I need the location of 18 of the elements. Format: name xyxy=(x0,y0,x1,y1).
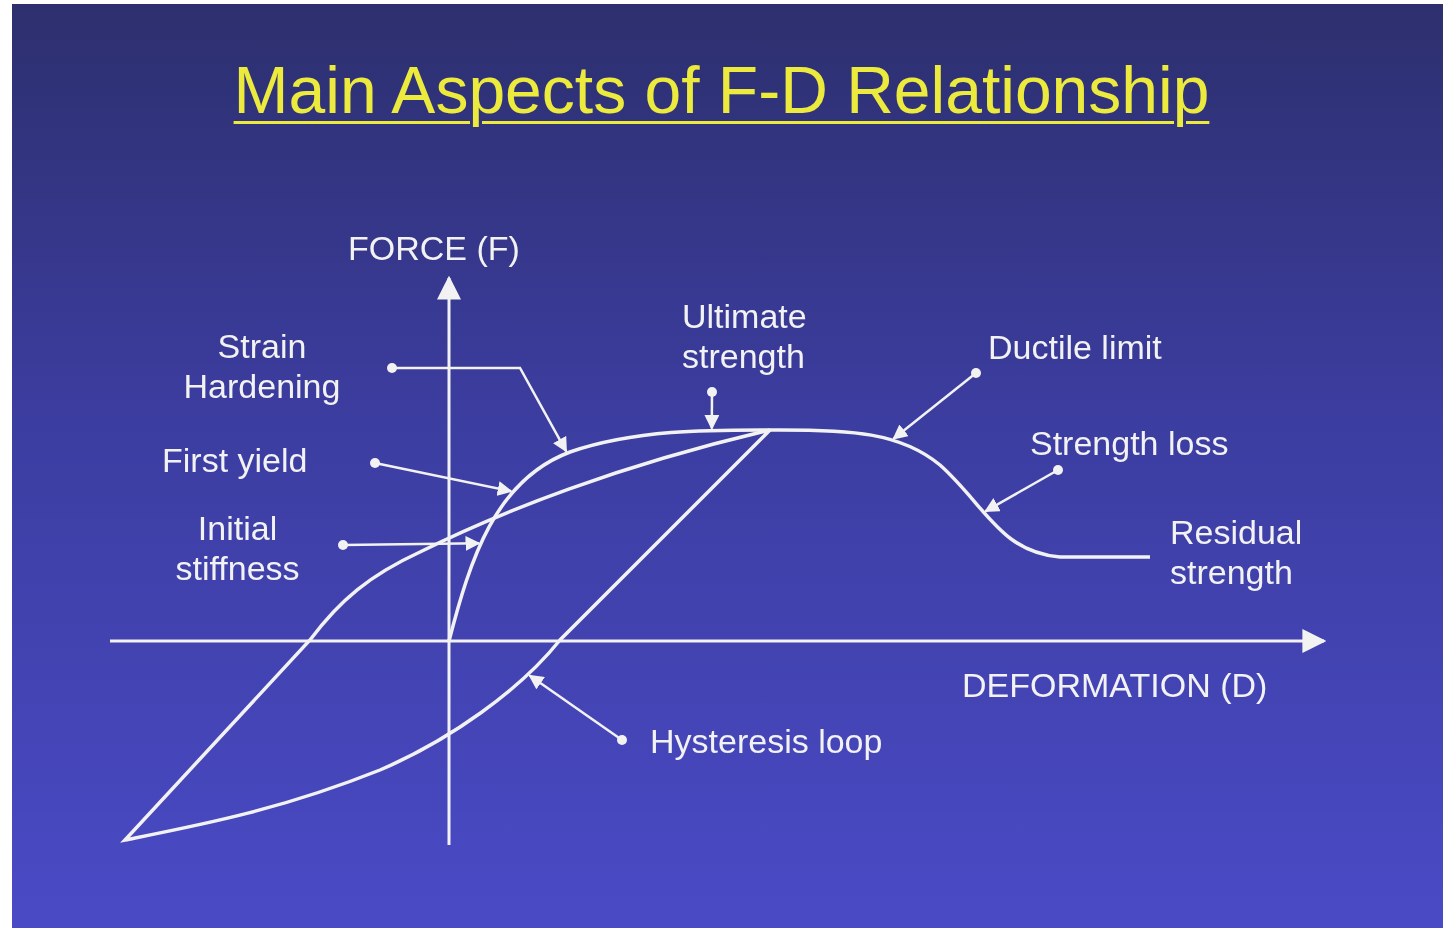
leader-line xyxy=(704,387,720,430)
annotation-label: Initial stiffness xyxy=(150,508,325,588)
annotation-label: Ultimate strength xyxy=(682,296,852,376)
leader-line xyxy=(338,535,481,551)
leader-line xyxy=(892,368,981,440)
axis-label: FORCE (F) xyxy=(348,228,520,268)
annotation-label: First yield xyxy=(162,440,308,480)
annotation-label: Ductile limit xyxy=(988,327,1162,367)
annotation-label: Strain Hardening xyxy=(158,326,366,406)
axis-label: DEFORMATION (D) xyxy=(962,665,1268,705)
annotation-label: Residual strength xyxy=(1170,512,1304,592)
annotation-label: Strength loss xyxy=(1030,423,1229,463)
annotation-label: Hysteresis loop xyxy=(650,721,883,761)
leader-line xyxy=(387,363,568,453)
leader-line xyxy=(984,465,1063,513)
slide-title: Main Aspects of F-D Relationship xyxy=(232,52,1211,128)
leader-line xyxy=(370,458,513,496)
leader-line xyxy=(528,674,627,745)
